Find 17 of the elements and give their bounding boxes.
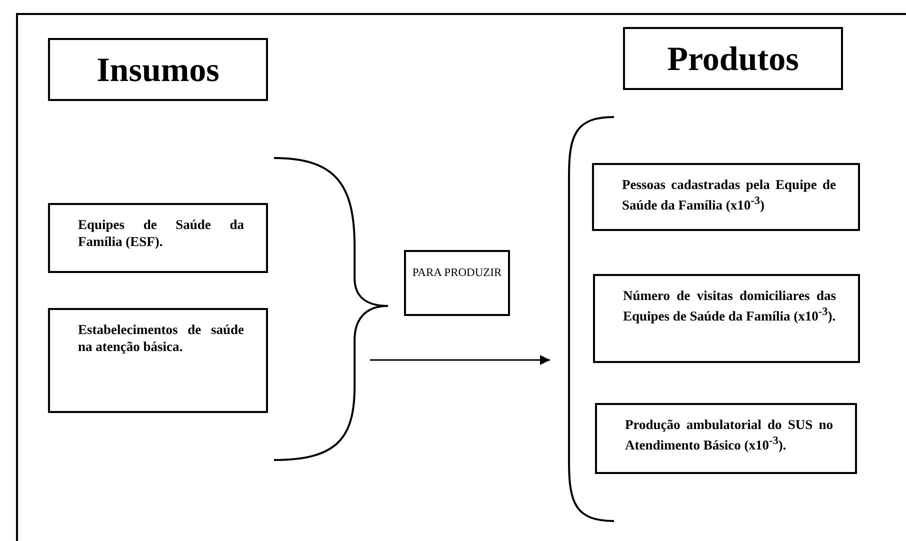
- box-text: PARA PRODUZIR: [411, 266, 503, 280]
- input-box: [48, 308, 268, 413]
- heading-box: [48, 38, 268, 101]
- process-box: [404, 250, 510, 316]
- heading-text: Insumos: [96, 51, 220, 91]
- box-text: Pessoas cadastradas pela Equipe de Saúde da Família (x10$^{-3}$): [622, 177, 836, 214]
- box-text: Produção ambulatorial do SUS no Atendimento Básico (x10$^{-3}$).: [625, 417, 833, 454]
- output-box: [593, 274, 860, 363]
- heading-box: [623, 27, 843, 90]
- box-text: Estabelecimentos de saúde na atenção básica.: [78, 322, 244, 356]
- output-box: [595, 403, 857, 474]
- output-box: [592, 163, 860, 231]
- box-text: Equipes de Saúde da Família (ESF).: [78, 217, 244, 251]
- box-text: Número de visitas domiciliares das Equipes de Saúde da Família (x10$^{-3}$).: [623, 288, 836, 326]
- heading-text: Produtos: [666, 40, 800, 80]
- arrow: [370, 355, 550, 365]
- input-box: [48, 203, 268, 273]
